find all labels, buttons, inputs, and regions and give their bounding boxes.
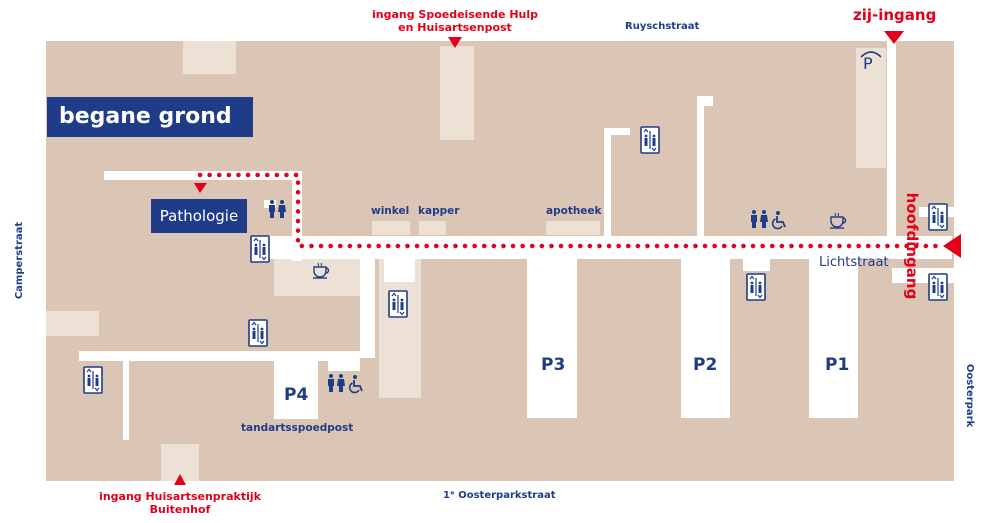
- entrance-gp-line2: Buitenhof: [149, 503, 211, 516]
- light-blocks: [46, 41, 886, 481]
- entrance-side[interactable]: zij-ingang: [853, 6, 937, 24]
- street-top: Ruyschstraat: [625, 21, 700, 32]
- entrance-emergency[interactable]: ingang Spoedeisende Hulp en Huisartsenpo…: [365, 8, 545, 34]
- corridors: [79, 41, 954, 440]
- entrance-arrow-icon: [174, 31, 961, 485]
- entrance-gp[interactable]: ingang Huisartsenpraktijk Buitenhof: [90, 490, 270, 516]
- parking-p3[interactable]: P3: [541, 355, 566, 375]
- route: [197, 172, 941, 249]
- street-right: Oosterpark: [964, 363, 976, 428]
- room-pharmacy[interactable]: apotheek: [546, 205, 602, 217]
- parking-garage-label: P: [863, 54, 873, 73]
- room-shop[interactable]: winkel: [371, 205, 410, 217]
- room-hairdresser[interactable]: kapper: [418, 205, 460, 217]
- room-pathology[interactable]: Pathologie: [151, 199, 247, 233]
- room-dental[interactable]: tandartsspoedpost: [241, 422, 354, 434]
- street-bottom: 1ᵉ Oosterparkstraat: [443, 490, 556, 501]
- entrance-emergency-line2: en Huisartsenpost: [398, 21, 512, 34]
- entrance-gp-line1: ingang Huisartsenpraktijk: [99, 490, 261, 503]
- parking-p4[interactable]: P4: [284, 385, 309, 405]
- entrance-emergency-line1: ingang Spoedeisende Hulp: [371, 8, 539, 21]
- light-street-label: Lichtstraat: [819, 255, 889, 270]
- parking-icon: [860, 51, 882, 58]
- street-left: Camperstraat: [14, 221, 26, 300]
- parking-p2[interactable]: P2: [693, 355, 718, 375]
- parking-p1[interactable]: P1: [825, 355, 850, 375]
- floor-title: begane grond: [47, 97, 253, 137]
- entrance-main[interactable]: hoofdingang: [903, 192, 921, 300]
